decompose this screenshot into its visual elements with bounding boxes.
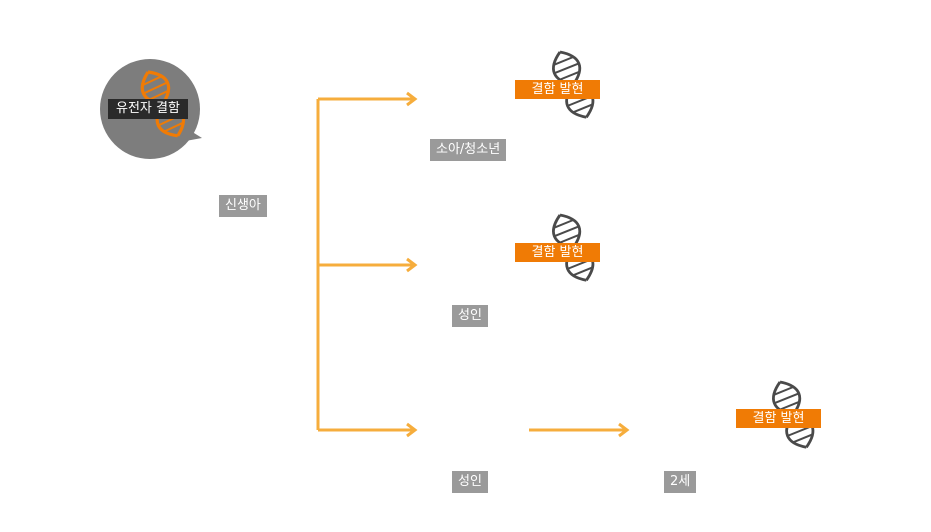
stage-label-3: 성인 <box>452 471 488 493</box>
result-label-3: 결함 발현 <box>736 409 821 428</box>
stage-label-2: 성인 <box>452 305 488 327</box>
arrowhead-1 <box>406 91 418 107</box>
stage-label-1: 소아/청소년 <box>430 139 507 161</box>
arrowhead-3 <box>406 422 418 438</box>
arrowhead-4 <box>618 422 630 438</box>
source-label: 유전자 결함 <box>108 99 188 119</box>
arrowhead-2 <box>406 257 418 273</box>
result-label-1: 결함 발현 <box>515 80 600 99</box>
next-stage-label-3: 2세 <box>664 471 697 493</box>
stage-root-label: 신생아 <box>219 195 267 217</box>
result-label-2: 결함 발현 <box>515 243 600 262</box>
